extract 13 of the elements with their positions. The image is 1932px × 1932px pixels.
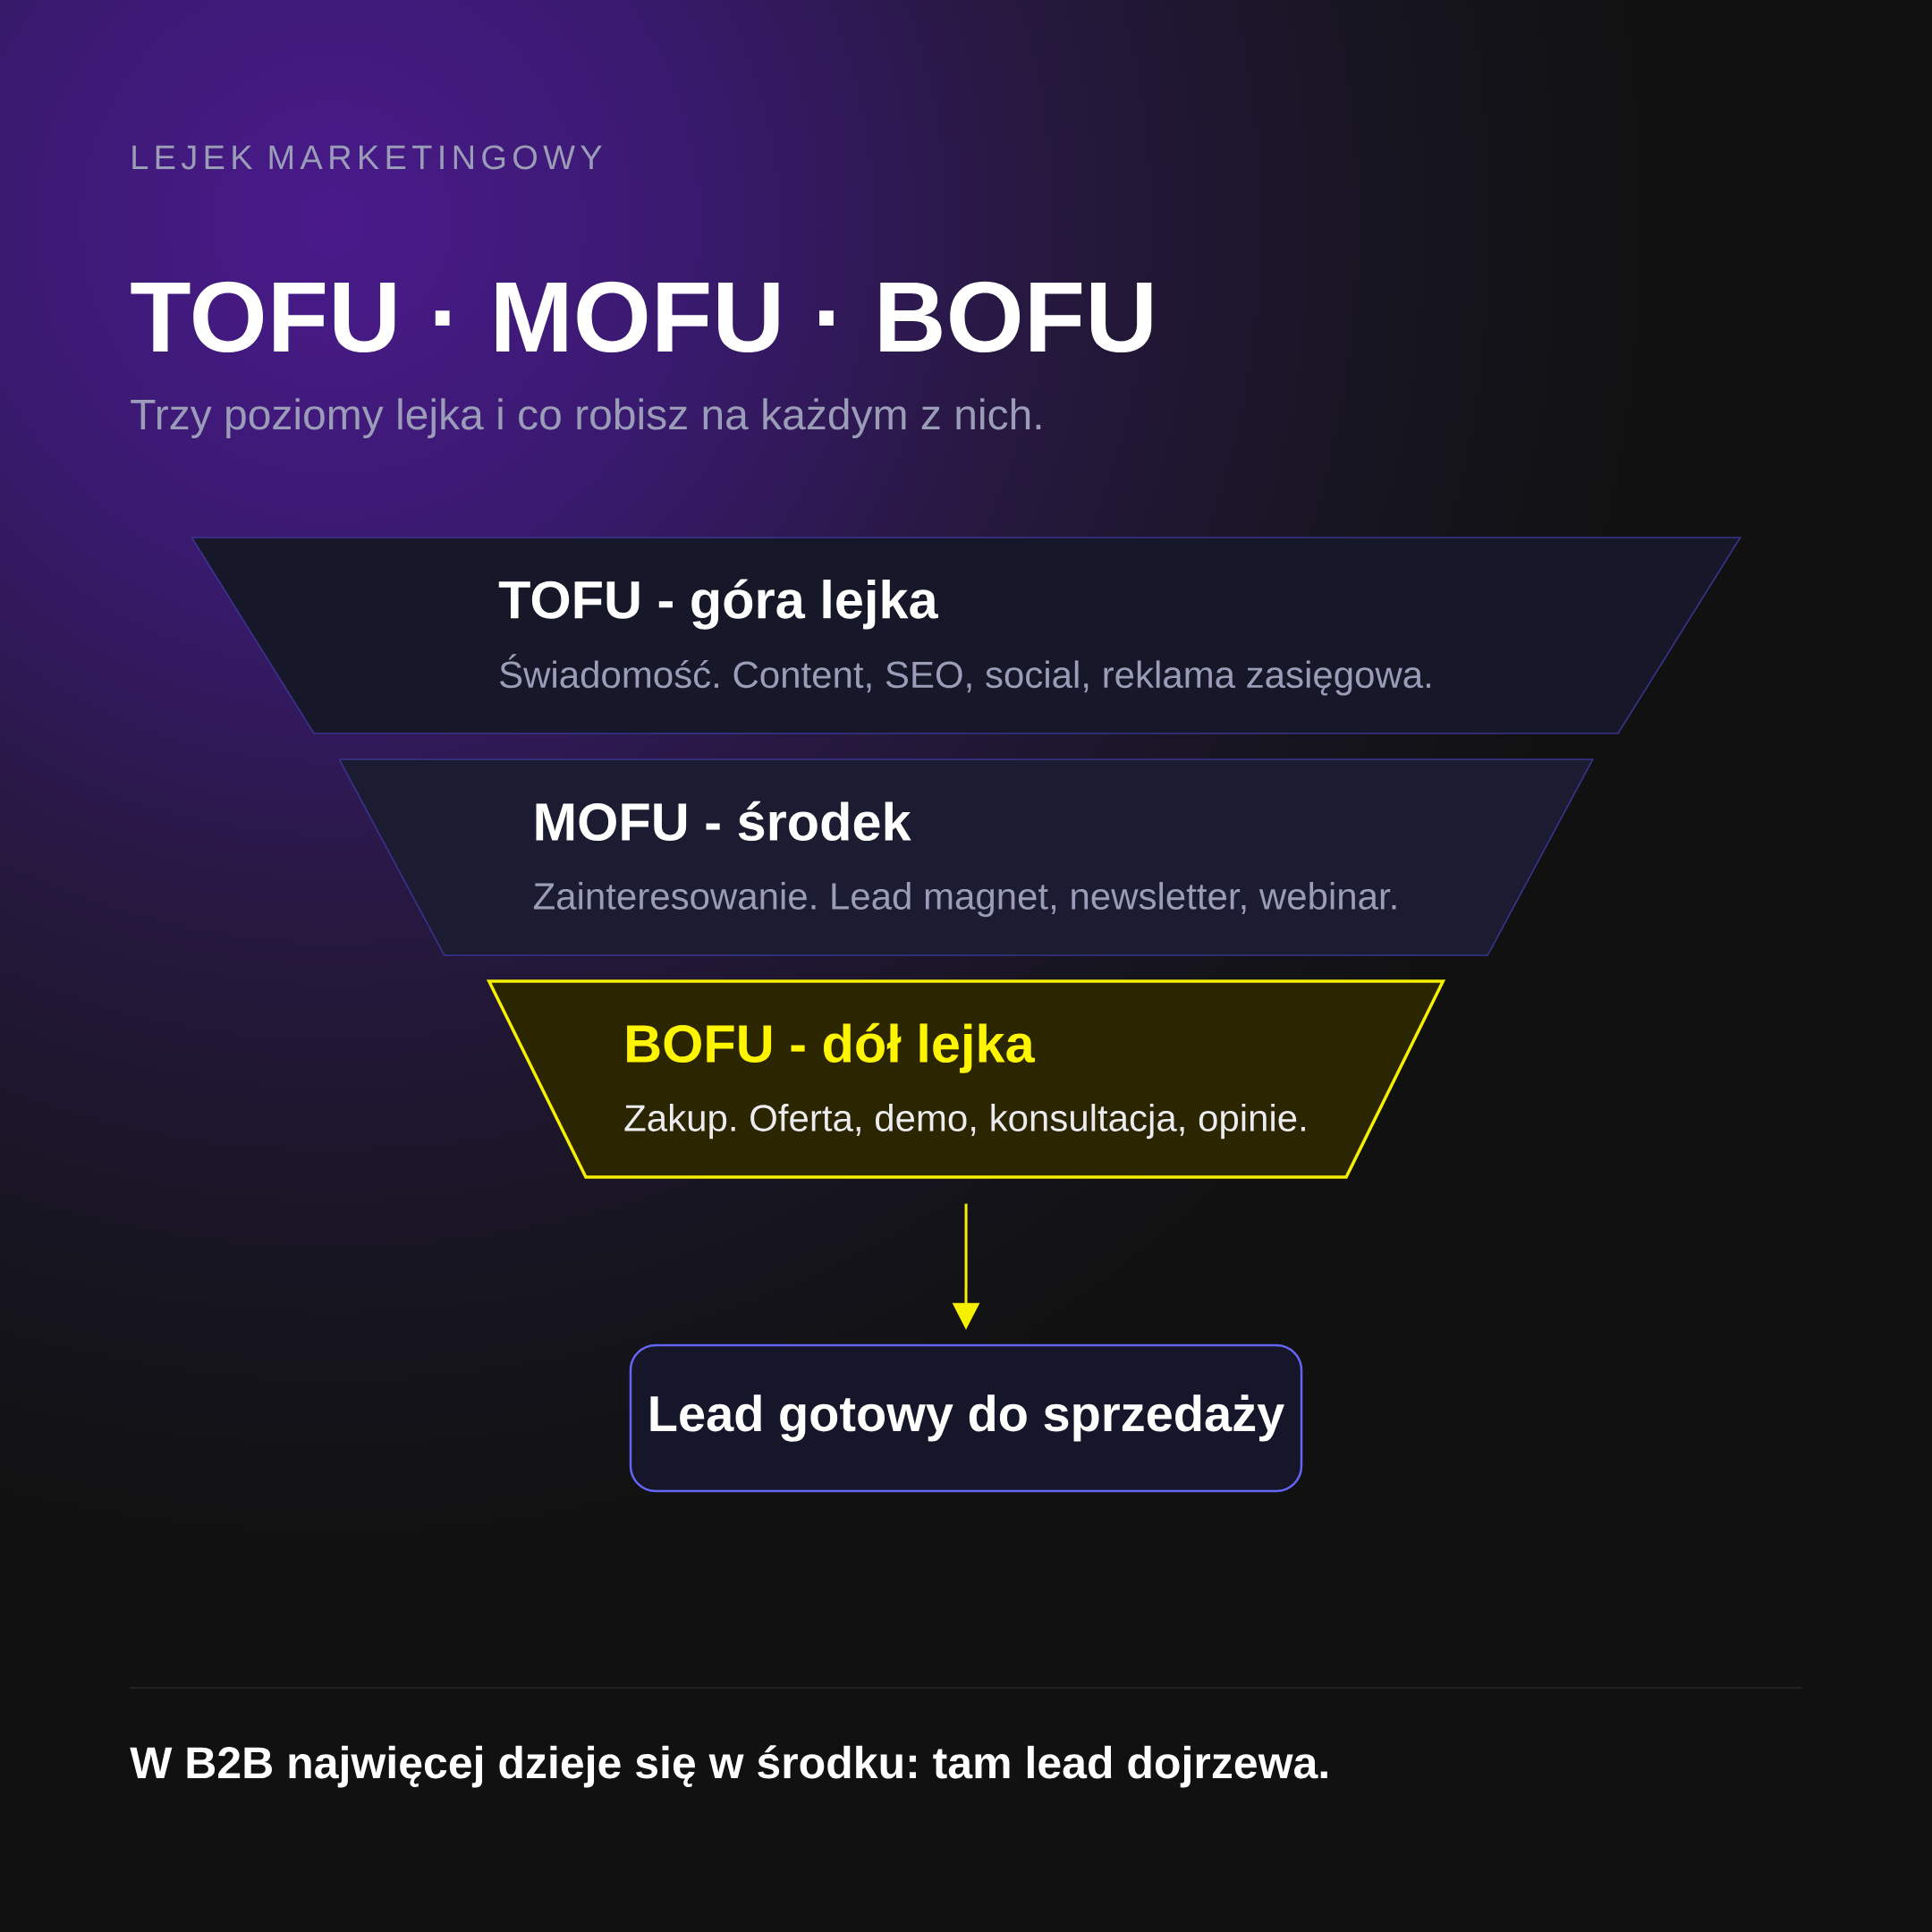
subtitle: Trzy poziomy lejka i co robisz na każdym z nich. xyxy=(131,398,1041,438)
stage-heading: TOFU - góra lejka xyxy=(498,579,939,630)
funnel-stage xyxy=(191,537,1741,734)
stage-description: Zakup. Oferta, demo, konsultacja, opinie. xyxy=(624,1104,1305,1140)
stage-heading: MOFU - środek xyxy=(536,801,911,842)
stage-description: Zainteresowanie. Lead magnet, newsletter, webinar. xyxy=(533,882,1396,918)
caption: W B2B najwięcej dzieje się w środku: tam lead dojrzewa. xyxy=(130,1745,1327,1788)
title: TOFU · MOFU · BOFU xyxy=(131,281,1152,353)
stage-heading: BOFU - dół lejka xyxy=(627,1022,1036,1073)
stage-description: Świadomość. Content, SEO, social, reklama zasięgowa. xyxy=(500,654,1430,696)
funnel-stage xyxy=(338,758,1594,956)
header-text: LEJEK MARKETINGOWY xyxy=(132,145,602,170)
result-box: Lead gotowy do sprzedaży xyxy=(629,1343,1303,1493)
